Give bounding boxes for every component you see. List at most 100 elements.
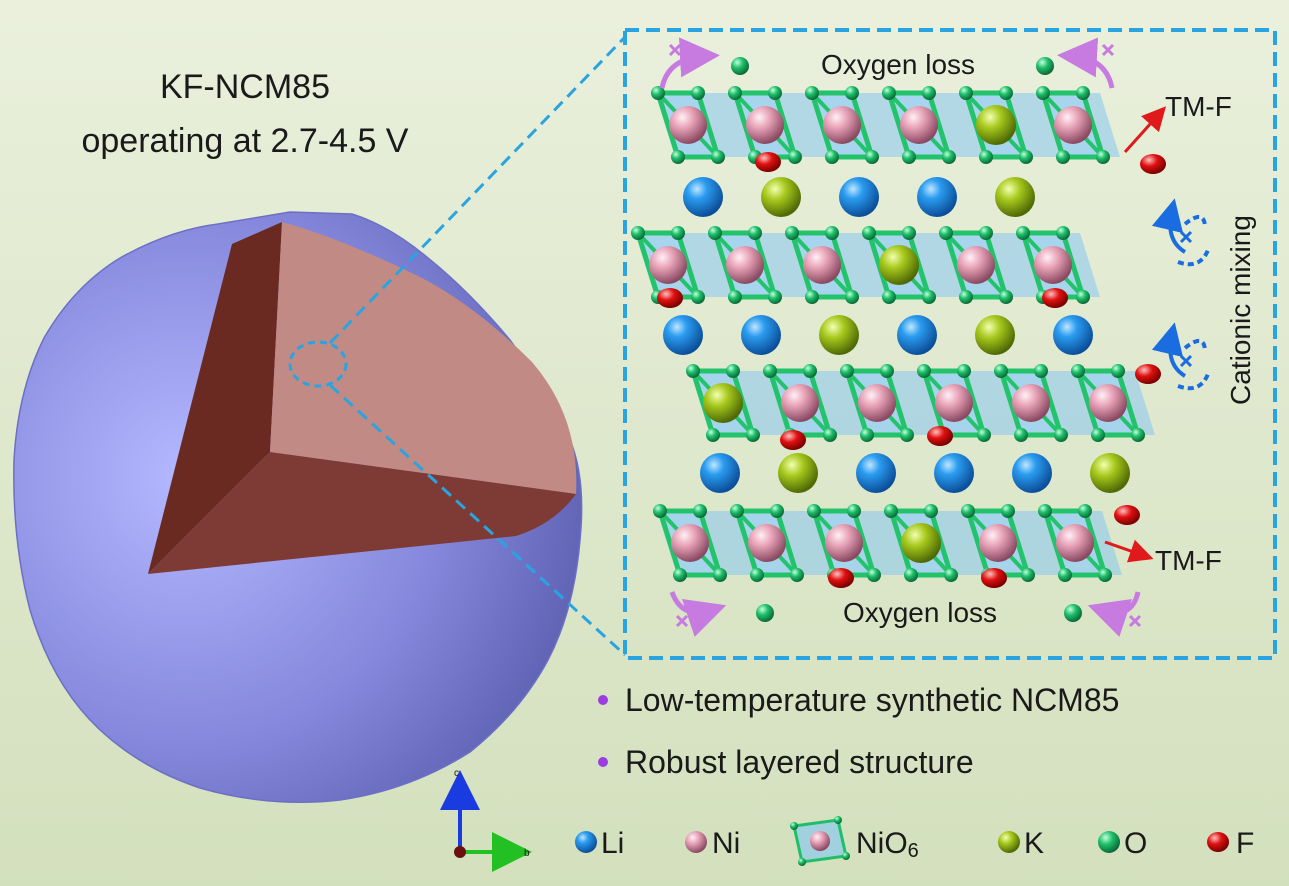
fluorine-atom (1114, 505, 1140, 525)
k-atom (976, 105, 1016, 145)
oxygen-atom (708, 226, 722, 240)
legend-nio6-swatch (790, 816, 850, 866)
k-atom (975, 315, 1015, 355)
oxygen-atom (882, 290, 896, 304)
oxygen-atom (922, 290, 936, 304)
oxygen-atom (924, 504, 938, 518)
li-atom (663, 315, 703, 355)
oxygen-atom (706, 428, 720, 442)
oxygen-atom (1038, 504, 1052, 518)
oxygen-atom (1131, 428, 1145, 442)
oxygen-atom (860, 428, 874, 442)
axes-indicator: c b (440, 768, 532, 872)
axis-b-label: b (524, 848, 530, 859)
li-atom (917, 177, 957, 217)
k-atom (995, 177, 1035, 217)
oxygen-atom (805, 86, 819, 100)
oxygen-atom (902, 150, 916, 164)
lost-oxygen-atom (731, 57, 749, 75)
fluorine-atom (1140, 154, 1166, 174)
mixing-arrow (1183, 339, 1207, 353)
mixing-arrow (1177, 373, 1210, 391)
cationic-mixing-arrows (1151, 198, 1210, 391)
lost-oxygen-atom (756, 604, 774, 622)
particle-core-right-face (270, 222, 577, 494)
ni-atom (858, 384, 896, 422)
oxygen-atom (845, 290, 859, 304)
ni-atom (825, 524, 863, 562)
oxygen-atom (1056, 150, 1070, 164)
li-atom (1053, 315, 1093, 355)
mixing-arrow (1151, 322, 1187, 378)
ni-atom (1034, 246, 1072, 284)
tmf-label-bottom: TM-F (1155, 545, 1222, 576)
oxygen-atom (865, 150, 879, 164)
legend-k-label: K (1024, 827, 1044, 860)
oxygen-atom (977, 428, 991, 442)
oxygen-atom (673, 568, 687, 582)
oxygen-atom (653, 504, 667, 518)
oxygen-atom (1096, 150, 1110, 164)
particle-core-bottom-face (148, 452, 576, 574)
ni-atom (900, 106, 938, 144)
ni-atom (1012, 384, 1050, 422)
particle-illustration (13, 35, 627, 803)
oxygen-atom (944, 568, 958, 582)
fluorine-atom (657, 288, 683, 308)
oxygen-atom (999, 290, 1013, 304)
oxygen-atom (840, 364, 854, 378)
oxygen-atom (880, 364, 894, 378)
oxygen-atom (1071, 364, 1085, 378)
oxygen-atom (770, 504, 784, 518)
ni-atom (746, 106, 784, 144)
blocked-oxygen-arrows (659, 37, 1141, 637)
legend-nio6-text: NiO (856, 827, 908, 860)
legend-nio6-subscript: 6 (908, 840, 919, 862)
oxygen-atom (763, 364, 777, 378)
li-atom (856, 453, 896, 493)
ni-atom (1054, 106, 1092, 144)
mixing-x-marks (1179, 230, 1193, 368)
particle-core-left-face (148, 222, 282, 574)
bullet-dot (598, 695, 608, 705)
ni-atom (803, 246, 841, 284)
oxygen-atom (726, 364, 740, 378)
ni-atom (669, 106, 707, 144)
oxygen-atom (957, 364, 971, 378)
oxygen-atom (994, 364, 1008, 378)
oxygen-atom (807, 504, 821, 518)
oxygen-atom (768, 86, 782, 100)
fluorine-atom (1042, 288, 1068, 308)
li-atom (839, 177, 879, 217)
oxygen-atom (1054, 428, 1068, 442)
oxygen-atom (691, 86, 705, 100)
oxygen-atom (671, 150, 685, 164)
ni-atom (823, 106, 861, 144)
tmf-arrow-bottom (1104, 539, 1154, 563)
oxygen-atom (904, 568, 918, 582)
li-atom (1012, 453, 1052, 493)
oxygen-atom (750, 568, 764, 582)
oxygen-atom (917, 364, 931, 378)
oxygen-atom (790, 568, 804, 582)
axis-c-label: c (454, 768, 459, 779)
fluorine-atom (755, 152, 781, 172)
oxygen-atom (631, 226, 645, 240)
oxygen-atom (1078, 504, 1092, 518)
ni-atom (781, 384, 819, 422)
legend-f-label: F (1236, 827, 1254, 860)
oxygen-atom (788, 150, 802, 164)
oxygen-atom (730, 504, 744, 518)
legend: Li Ni NiO6 K O F (575, 816, 1254, 866)
oxygen-atom (1056, 226, 1070, 240)
oxygen-atom (823, 428, 837, 442)
oxygen-atom (748, 226, 762, 240)
oxygen-atom (959, 86, 973, 100)
fluorine-atom (1135, 364, 1161, 384)
tmf-label-top: TM-F (1165, 91, 1232, 122)
mixing-arrow (1177, 249, 1210, 267)
oxygen-atom (825, 150, 839, 164)
oxygen-atom (1098, 568, 1112, 582)
x-mark (1128, 614, 1142, 628)
